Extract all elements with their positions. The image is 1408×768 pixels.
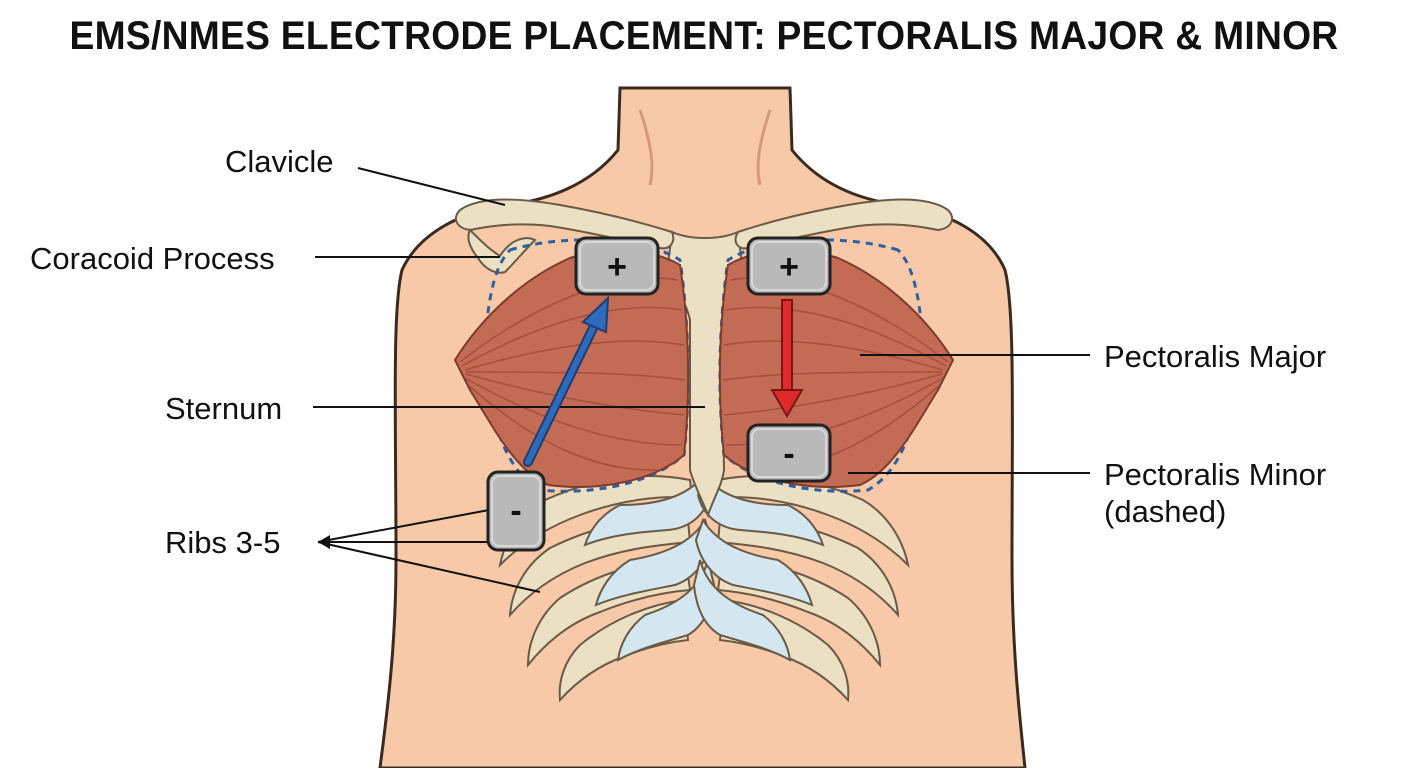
electrode-left-upper: + [574, 236, 660, 296]
leader-clavicle [357, 167, 506, 206]
arrow-left-head [581, 295, 610, 334]
label-pectoralis-major: Pectoralis Major [1104, 339, 1326, 374]
arrow-right-shaft [781, 299, 793, 393]
label-clavicle: Clavicle [225, 144, 334, 179]
clavicle-left [454, 198, 675, 250]
electrode-left-upper-sign: + [607, 248, 627, 286]
label-pectoralis-minor-note: (dashed) [1104, 494, 1226, 529]
arrow-right-head [770, 389, 804, 419]
coracoid-process [467, 228, 537, 274]
label-pectoralis-minor: Pectoralis Minor [1104, 457, 1326, 492]
label-ribs: Ribs 3-5 [165, 525, 280, 560]
leader-ribs-1 [317, 506, 506, 543]
leader-ribs-3 [317, 541, 541, 593]
electrode-right-upper: + [746, 236, 832, 296]
electrode-right-upper-sign: + [779, 248, 799, 286]
diagram-title: EMS/NMES ELECTRODE PLACEMENT: PECTORALIS… [69, 14, 1339, 58]
electrode-right-lower: - [746, 423, 832, 483]
label-sternum: Sternum [165, 391, 282, 426]
label-coracoid-process: Coracoid Process [30, 241, 275, 276]
rib-cage [498, 475, 910, 703]
electrode-left-lower-sign: - [510, 492, 521, 530]
electrode-left-lower: - [486, 470, 546, 552]
electrode-right-lower-sign: - [783, 435, 794, 473]
